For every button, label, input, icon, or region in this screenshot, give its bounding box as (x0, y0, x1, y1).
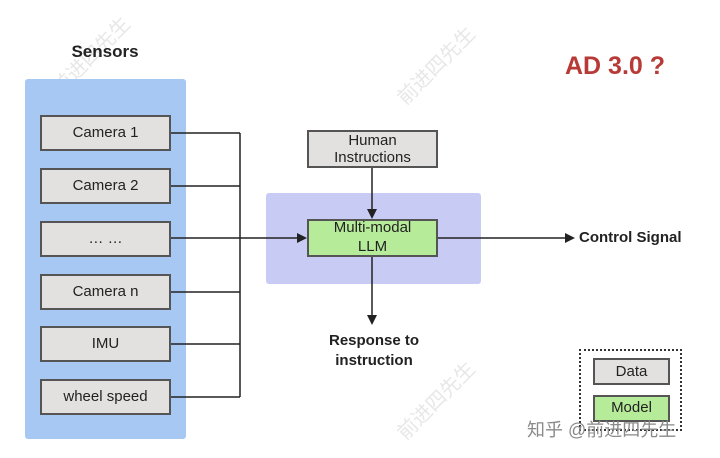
legend-model-box: Model (593, 395, 670, 422)
control-signal-label: Control Signal (579, 229, 682, 246)
legend: Data Model (579, 349, 682, 431)
sensor-box-imu: IMU (40, 326, 171, 362)
legend-data-box: Data (593, 358, 670, 385)
footer-watermark: 知乎 @前进四先生 (527, 420, 677, 440)
sensor-box-wheel-speed: wheel speed (40, 379, 171, 415)
human-instructions-box: Human Instructions (307, 130, 438, 168)
sensor-box-camera-2: Camera 2 (40, 168, 171, 204)
sensor-box-camera-1: Camera 1 (40, 115, 171, 151)
sensors-panel: Camera 1 Camera 2 … … Camera n IMU wheel… (25, 79, 186, 439)
sensors-heading: Sensors (71, 42, 139, 61)
llm-box: Multi-modal LLM (307, 219, 438, 257)
response-label: Response to instruction (328, 332, 419, 370)
sensor-box-camera-n: Camera n (40, 274, 171, 310)
diagram-title: AD 3.0 ? (565, 52, 666, 80)
watermark: 前进四先生 (393, 23, 480, 110)
sensor-box-ellipsis: … … (40, 221, 171, 257)
